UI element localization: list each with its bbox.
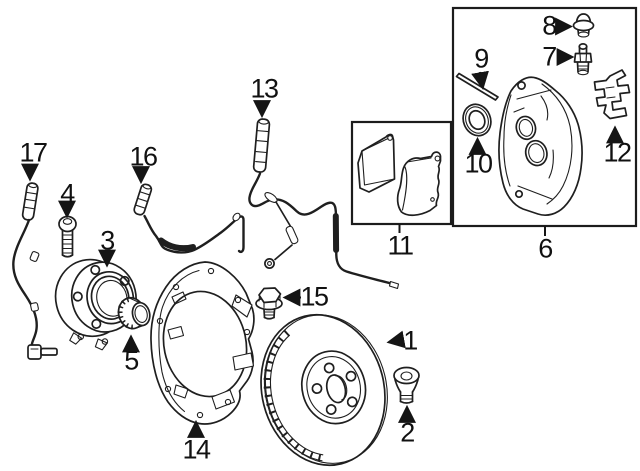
callout-10: 10	[464, 148, 493, 179]
arrow-9	[471, 70, 489, 91]
callout-5: 5	[124, 345, 139, 376]
brake-rotor-drawing	[260, 313, 388, 467]
bleeder-cap-drawing	[572, 13, 595, 38]
arrow-1	[386, 330, 406, 349]
anti-rattle-clip-drawing	[593, 69, 631, 120]
wear-sensor-13-drawing	[248, 118, 400, 290]
hub-bolt-drawing	[58, 215, 77, 258]
callout-9: 9	[474, 43, 489, 74]
pad-kit-group-box	[350, 120, 453, 226]
callout-arrows	[21, 17, 624, 438]
callout-12: 12	[603, 137, 632, 168]
callout-4: 4	[60, 178, 75, 209]
caliper-bolt-drawing	[255, 287, 283, 320]
wear-sensor-cable-16-drawing	[133, 183, 245, 254]
callout-15: 15	[300, 281, 329, 312]
callout-6: 6	[538, 233, 553, 264]
bleeder-screw-drawing	[573, 43, 593, 76]
sealing-ring-drawing	[462, 103, 492, 137]
callout-11: 11	[387, 230, 414, 261]
callout-2: 2	[400, 417, 415, 448]
callout-17: 17	[19, 137, 48, 168]
callout-7: 7	[542, 41, 557, 72]
seal-ring-drawing	[117, 296, 151, 330]
callout-3: 3	[100, 225, 115, 256]
brake-pads-drawing	[357, 133, 442, 217]
rotor-vent-slots	[263, 329, 324, 462]
callout-16: 16	[129, 141, 158, 172]
guide-pin-drawing	[455, 72, 499, 101]
callout-14: 14	[182, 434, 211, 465]
splash-shield-drawing	[150, 261, 255, 425]
abs-sensor-cable-17-drawing	[12, 182, 58, 360]
callout-8: 8	[542, 10, 557, 41]
callout-13: 13	[250, 73, 279, 104]
callout-1: 1	[403, 325, 418, 356]
rotor-screw-drawing	[393, 366, 420, 404]
brake-caliper-drawing	[498, 76, 583, 217]
